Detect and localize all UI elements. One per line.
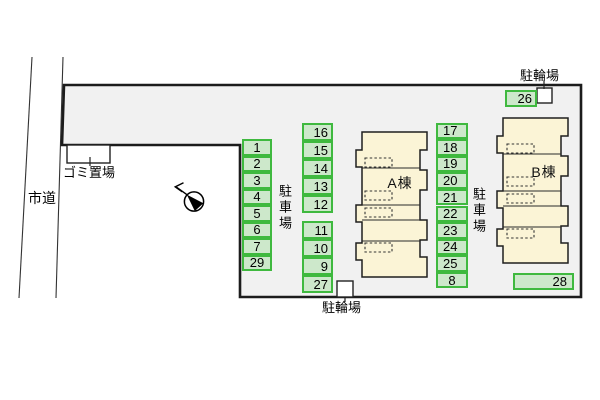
parking-space-5: 5 bbox=[242, 205, 272, 222]
road-line-right bbox=[55, 56, 64, 299]
parking-space-20: 20 bbox=[436, 172, 468, 189]
parking-space-19: 19 bbox=[436, 155, 468, 173]
parking-space-23: 23 bbox=[436, 222, 468, 239]
parking-space-24: 24 bbox=[436, 238, 468, 256]
parking-space-21: 21 bbox=[436, 188, 468, 206]
building-a-label: A棟 bbox=[387, 175, 413, 191]
parking-space-2: 2 bbox=[242, 155, 272, 172]
bicycle-box-top bbox=[536, 87, 553, 104]
bicycle-box-bottom bbox=[336, 280, 354, 298]
garbage-label: ゴミ置場 bbox=[63, 165, 116, 180]
parking-label-left: 駐車場 bbox=[277, 184, 292, 232]
parking-space-10: 10 bbox=[302, 239, 333, 257]
parking-space-22: 22 bbox=[436, 205, 468, 223]
parking-space-26: 26 bbox=[505, 90, 537, 107]
parking-space-17: 17 bbox=[436, 122, 468, 140]
bicycle-label-bottom: 駐輪場 bbox=[322, 300, 362, 315]
parking-space-29: 29 bbox=[242, 254, 272, 271]
parking-space-4: 4 bbox=[242, 188, 272, 205]
garbage-box bbox=[66, 144, 111, 164]
parking-space-9: 9 bbox=[302, 257, 333, 275]
building-b-shape bbox=[496, 117, 569, 264]
parking-space-28: 28 bbox=[513, 272, 574, 290]
parking-space-3: 3 bbox=[242, 172, 272, 189]
road-label: 市道 bbox=[28, 190, 56, 206]
parking-space-6: 6 bbox=[242, 221, 272, 238]
parking-space-7: 7 bbox=[242, 238, 272, 255]
parking-space-11: 11 bbox=[302, 221, 333, 239]
road-line-left bbox=[18, 56, 33, 299]
parking-space-8: 8 bbox=[436, 271, 468, 289]
building-b-label: B棟 bbox=[531, 164, 557, 180]
parking-space-13: 13 bbox=[302, 177, 333, 195]
parking-space-16: 16 bbox=[302, 123, 333, 141]
parking-space-25: 25 bbox=[436, 255, 468, 272]
parking-space-1: 1 bbox=[242, 139, 272, 156]
parking-space-18: 18 bbox=[436, 139, 468, 156]
parking-label-right: 駐車場 bbox=[471, 187, 486, 235]
parking-space-12: 12 bbox=[302, 195, 333, 213]
bicycle-label-top: 駐輪場 bbox=[520, 68, 560, 83]
building-a-shape bbox=[355, 131, 428, 278]
north-arrow-icon bbox=[173, 182, 205, 212]
parking-space-27: 27 bbox=[302, 275, 333, 293]
parking-space-15: 15 bbox=[302, 141, 333, 159]
parking-space-14: 14 bbox=[302, 159, 333, 177]
